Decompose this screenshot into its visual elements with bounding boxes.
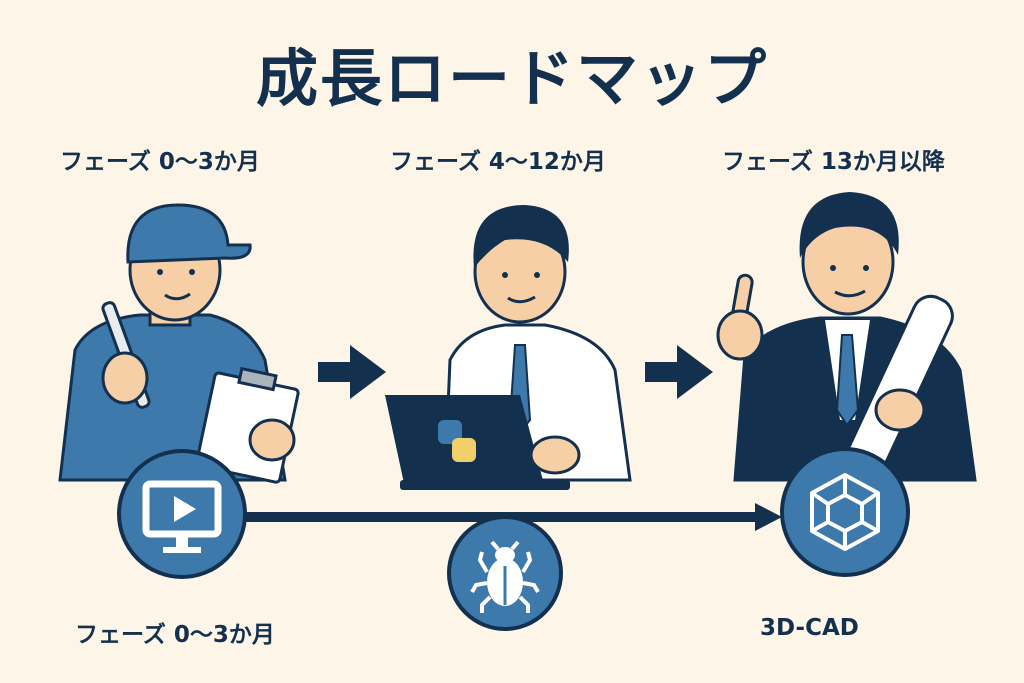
- page-title: 成長ロードマップ: [255, 42, 768, 115]
- cube-3d-icon: [780, 447, 910, 577]
- phase-3-label: フェーズ 13か月以降: [722, 149, 945, 175]
- milestone-3-label: 3D-CAD: [760, 615, 859, 641]
- monitor-play-icon: [117, 449, 247, 579]
- python-logo-icon: [438, 420, 476, 462]
- engineer-figure: [385, 205, 632, 490]
- arrow-right-icon: [645, 345, 713, 399]
- phase-1-label: フェーズ 0〜3か月: [60, 149, 260, 175]
- arrow-right-icon: [318, 345, 386, 399]
- milestone-1-label: フェーズ 0〜3か月: [75, 622, 275, 648]
- bug-icon: [447, 515, 563, 631]
- timeline-arrowhead-icon: [755, 503, 782, 531]
- manager-figure: [716, 192, 977, 482]
- mechanic-figure: [58, 203, 300, 484]
- phase-2-label: フェーズ 4〜12か月: [390, 149, 606, 175]
